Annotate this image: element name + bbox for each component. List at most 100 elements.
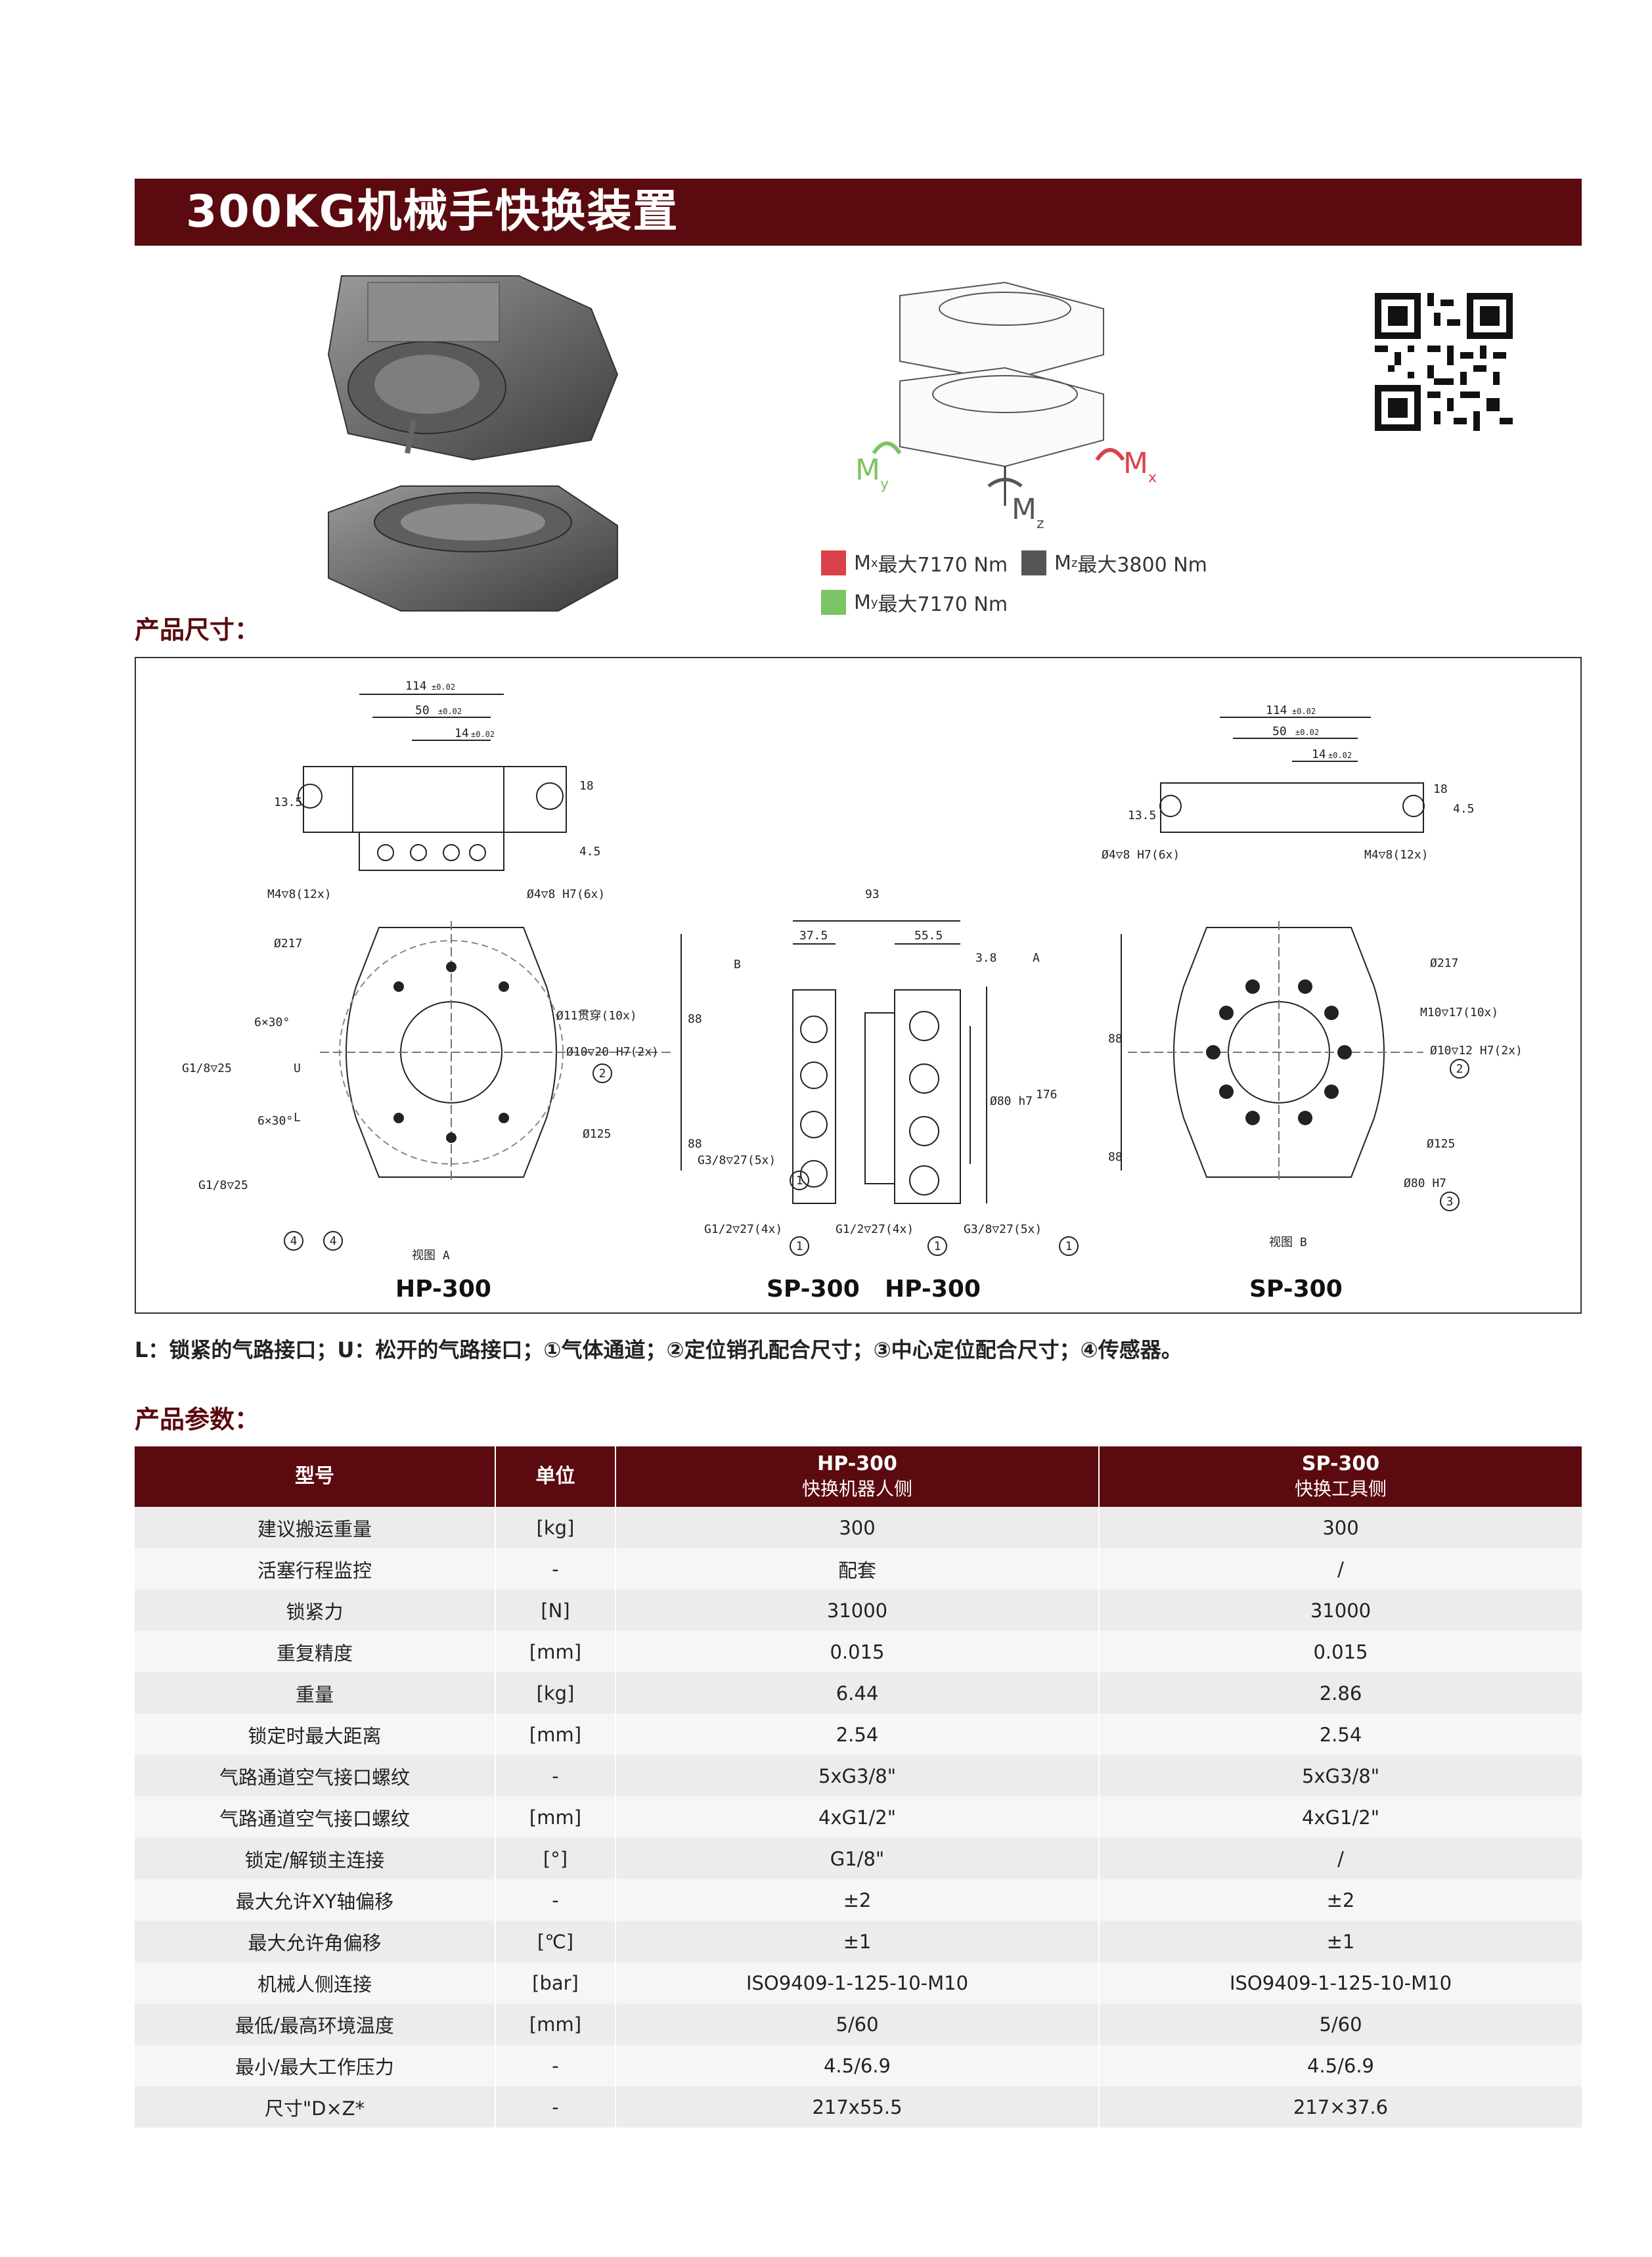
table-row: 气路通道空气接口螺纹[mm]4xG1/2"4xG1/2" xyxy=(135,1797,1582,1838)
cell-sp-value: 300 xyxy=(1099,1507,1582,1548)
header-sp-text: SP-300 xyxy=(1301,1452,1380,1475)
cell-parameter: 活塞行程监控 xyxy=(135,1548,496,1590)
cell-hp-value: 4xG1/2" xyxy=(615,1797,1100,1838)
dim-phi80-h7-b: Ø80 H7 xyxy=(1404,1176,1446,1190)
cell-sp-value: 4.5/6.9 xyxy=(1099,2045,1582,2086)
my-axis-label: M xyxy=(855,453,880,487)
circled-4-a: 4 xyxy=(290,1234,298,1248)
mx-sub: x xyxy=(870,556,878,570)
cell-sp-value: ISO9409-1-125-10-M10 xyxy=(1099,1962,1582,2003)
cell-hp-value: 300 xyxy=(615,1507,1100,1548)
callout-phi4-a: Ø4▽8 H7(6x) xyxy=(527,887,605,901)
cell-parameter: 最低/最高环境温度 xyxy=(135,2003,496,2045)
table-row: 活塞行程监控-配套/ xyxy=(135,1548,1582,1590)
tol-50-a: ±0.02 xyxy=(438,707,462,716)
mz-axis-sub: z xyxy=(1037,516,1044,532)
cell-sp-value: 4xG1/2" xyxy=(1099,1797,1582,1838)
cell-sp-value: / xyxy=(1099,1548,1582,1590)
qr-code xyxy=(1375,293,1513,431)
moments-diagram: M y M x M z xyxy=(855,281,1157,532)
mx-symbol: M xyxy=(854,551,871,575)
cell-hp-value: 0.015 xyxy=(615,1631,1100,1672)
header-unit: 单位 xyxy=(495,1446,616,1507)
cell-unit: - xyxy=(495,1755,616,1797)
cell-hp-value: 5xG3/8" xyxy=(615,1755,1100,1797)
cell-parameter: 气路通道空气接口螺纹 xyxy=(135,1755,496,1797)
cell-unit: - xyxy=(495,2045,616,2086)
my-text: 最大7170 Nm xyxy=(878,593,1008,616)
title-bar: 300KG机械手快换装置 xyxy=(135,179,1582,246)
circled-4-b: 4 xyxy=(330,1234,337,1248)
callout-m4-b: M4▽8(12x) xyxy=(1364,848,1429,862)
circled-3: 3 xyxy=(1446,1195,1454,1209)
cell-parameter: 气路通道空气接口螺纹 xyxy=(135,1797,496,1838)
dim-93: 93 xyxy=(865,887,880,901)
cell-parameter: 建议搬运重量 xyxy=(135,1507,496,1548)
dim-3-8: 3.8 xyxy=(975,951,997,965)
tol-50-b: ±0.02 xyxy=(1295,728,1319,737)
circled-2-b: 2 xyxy=(1456,1062,1463,1076)
view-b-label: 视图 B xyxy=(1269,1236,1307,1249)
cell-hp-value: 6.44 xyxy=(615,1672,1100,1714)
cell-sp-value: ±1 xyxy=(1099,1921,1582,1962)
dim-phi80-h7: Ø80 h7 xyxy=(990,1094,1033,1108)
cell-unit: [N] xyxy=(495,1590,616,1631)
angle-top: 6×30° xyxy=(254,1016,290,1029)
section-dimensions-heading: 产品尺寸： xyxy=(135,615,260,644)
circled-2-a: 2 xyxy=(599,1067,606,1081)
dim-13-5-b: 13.5 xyxy=(1128,809,1156,822)
callout-g12-a: G1/2▽27(4x) xyxy=(704,1222,782,1236)
cell-unit: [mm] xyxy=(495,1797,616,1838)
mx-text: 最大7170 Nm xyxy=(878,554,1008,577)
cell-sp-value: 5xG3/8" xyxy=(1099,1755,1582,1797)
mz-sub: z xyxy=(1071,556,1078,570)
header-hp-text: HP-300 xyxy=(817,1452,897,1475)
circled-1-a: 1 xyxy=(796,1174,803,1188)
dim-114-a: 114 xyxy=(405,679,427,693)
cell-parameter: 重量 xyxy=(135,1672,496,1714)
dim-4-5-b: 4.5 xyxy=(1453,802,1475,816)
cell-parameter: 最大允许XY轴偏移 xyxy=(135,1879,496,1921)
callout-phi10-b: Ø10▽12 H7(2x) xyxy=(1430,1044,1523,1058)
circled-1-d: 1 xyxy=(1065,1240,1073,1253)
caption-hp-mid: HP-300 xyxy=(885,1276,981,1303)
cell-unit: [kg] xyxy=(495,1507,616,1548)
tol-114-a: ±0.02 xyxy=(432,682,455,692)
cell-parameter: 锁定/解锁主连接 xyxy=(135,1838,496,1879)
dim-14-b: 14 xyxy=(1312,748,1326,761)
cell-hp-value: ±2 xyxy=(615,1879,1100,1921)
dim-50-b: 50 xyxy=(1272,725,1287,738)
cell-unit: - xyxy=(495,1879,616,1921)
callout-g12-b: G1/2▽27(4x) xyxy=(836,1222,914,1236)
callout-g38-b: G3/8▽27(5x) xyxy=(964,1222,1042,1236)
view-marker-b: B xyxy=(734,958,741,972)
page-title: 300KG机械手快换装置 xyxy=(186,186,679,238)
cell-unit: - xyxy=(495,1548,616,1590)
mx-axis-label: M xyxy=(1123,447,1148,480)
dim-88-a-bot: 88 xyxy=(688,1137,702,1151)
my-symbol: M xyxy=(854,591,871,614)
port-l: L xyxy=(294,1111,301,1125)
mx-axis-sub: x xyxy=(1148,470,1157,486)
cell-hp-value: 配套 xyxy=(615,1548,1100,1590)
cell-hp-value: 217x55.5 xyxy=(615,2086,1100,2128)
cell-sp-value: 5/60 xyxy=(1099,2003,1582,2045)
header-model: 型号 xyxy=(135,1446,496,1507)
cell-unit: - xyxy=(495,2086,616,2128)
cell-parameter: 重复精度 xyxy=(135,1631,496,1672)
my-swatch xyxy=(821,590,846,615)
view-a-label: 视图 A xyxy=(412,1249,450,1263)
callout-m10: M10▽17(10x) xyxy=(1420,1006,1498,1019)
dim-14-a: 14 xyxy=(455,726,469,740)
dim-phi125-a: Ø125 xyxy=(583,1127,611,1141)
circled-1-b: 1 xyxy=(796,1240,803,1253)
